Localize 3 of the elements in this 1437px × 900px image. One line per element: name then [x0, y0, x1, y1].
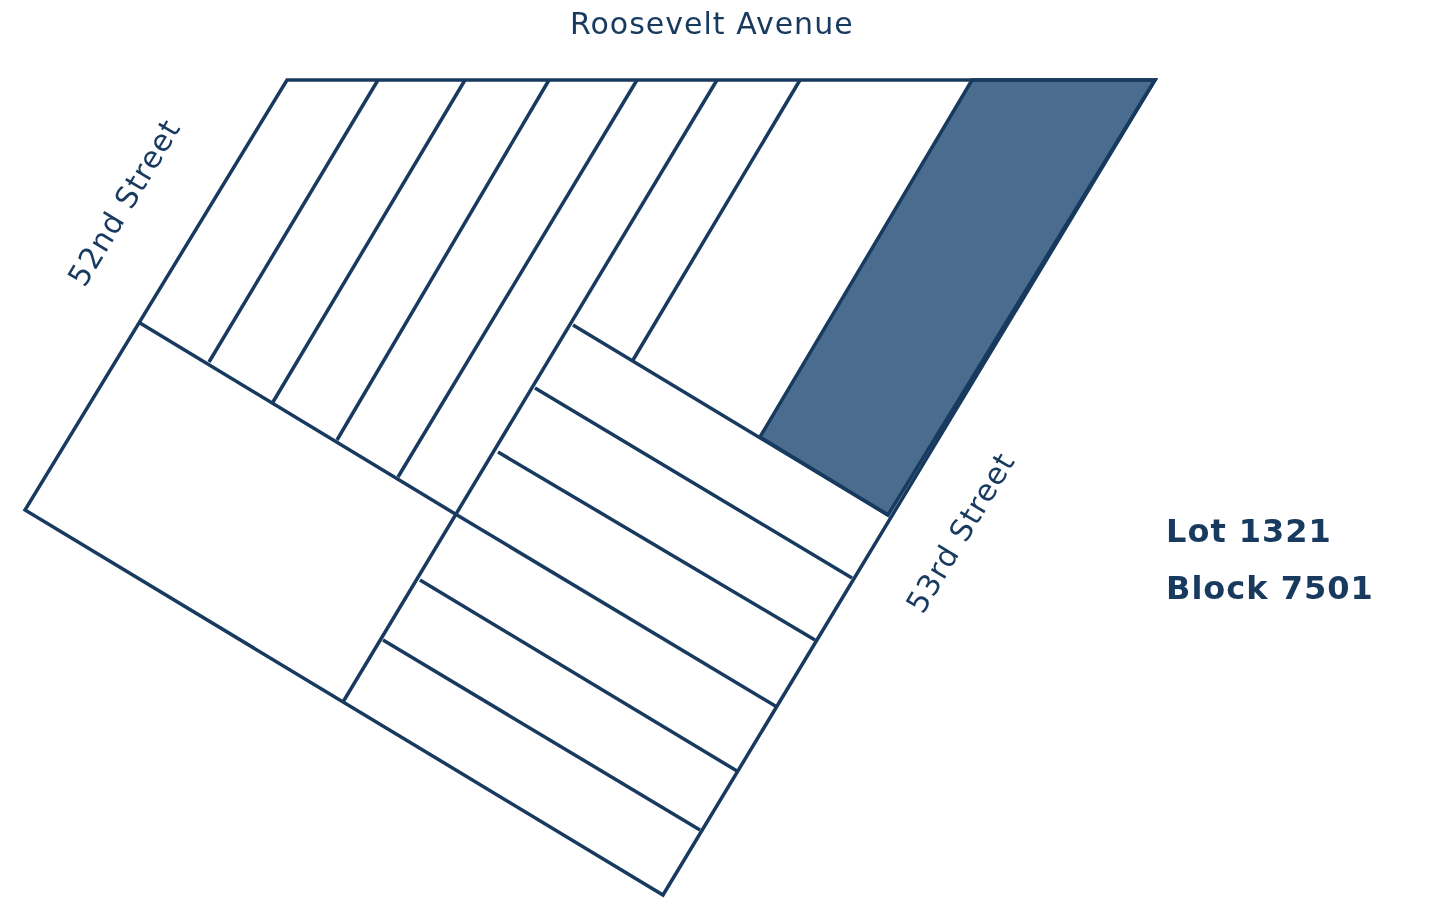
block-number: Block 7501	[1166, 569, 1374, 607]
street-name: Roosevelt Avenue	[570, 6, 854, 41]
lot-number: Lot 1321	[1166, 512, 1332, 550]
